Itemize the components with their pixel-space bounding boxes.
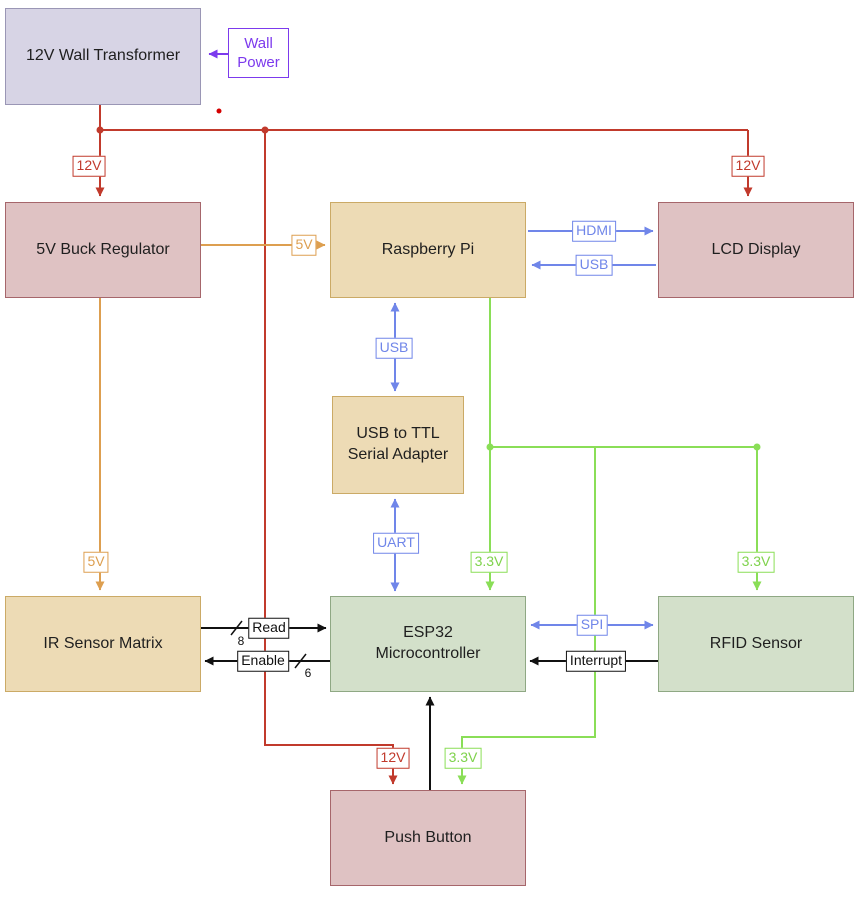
label-read: Read — [248, 617, 290, 639]
label-12v-left: 12V — [72, 155, 106, 177]
label-5v-mid: 5V — [291, 234, 317, 256]
block-push-button: Push Button — [330, 790, 526, 886]
stray-red-dot — [216, 108, 222, 114]
label-enable: Enable — [237, 650, 289, 672]
label-interrupt: Interrupt — [565, 650, 627, 672]
label-uart: UART — [373, 532, 419, 554]
label-12v-right: 12V — [731, 155, 765, 177]
label-3v3-rfid: 3.3V — [737, 551, 775, 573]
block-usb-ttl-adapter: USB to TTL Serial Adapter — [332, 396, 464, 494]
label-usb-serial: USB — [375, 337, 413, 359]
block-buck-regulator: 5V Buck Regulator — [5, 202, 201, 298]
label-spi: SPI — [576, 614, 608, 636]
label-hdmi: HDMI — [572, 220, 616, 242]
label-5v-left: 5V — [83, 551, 109, 573]
block-wall-transformer: 12V Wall Transformer — [5, 8, 201, 105]
label-3v3-button: 3.3V — [444, 747, 482, 769]
wire-3v3-network — [457, 298, 762, 785]
bus-slash-read — [230, 620, 243, 636]
block-esp32: ESP32 Microcontroller — [330, 596, 526, 692]
block-rfid-sensor: RFID Sensor — [658, 596, 854, 692]
bus-width-enable: 6 — [304, 666, 312, 680]
bus-slash-enable — [294, 653, 307, 669]
label-3v3-esp32: 3.3V — [470, 551, 508, 573]
label-usb-lcd: USB — [575, 254, 613, 276]
block-wall-power: Wall Power — [228, 28, 289, 78]
block-ir-sensor-matrix: IR Sensor Matrix — [5, 596, 201, 692]
block-raspberry-pi: Raspberry Pi — [330, 202, 526, 298]
block-lcd-display: LCD Display — [658, 202, 854, 298]
label-12v-bottom: 12V — [376, 747, 410, 769]
bus-width-read: 8 — [237, 634, 245, 648]
